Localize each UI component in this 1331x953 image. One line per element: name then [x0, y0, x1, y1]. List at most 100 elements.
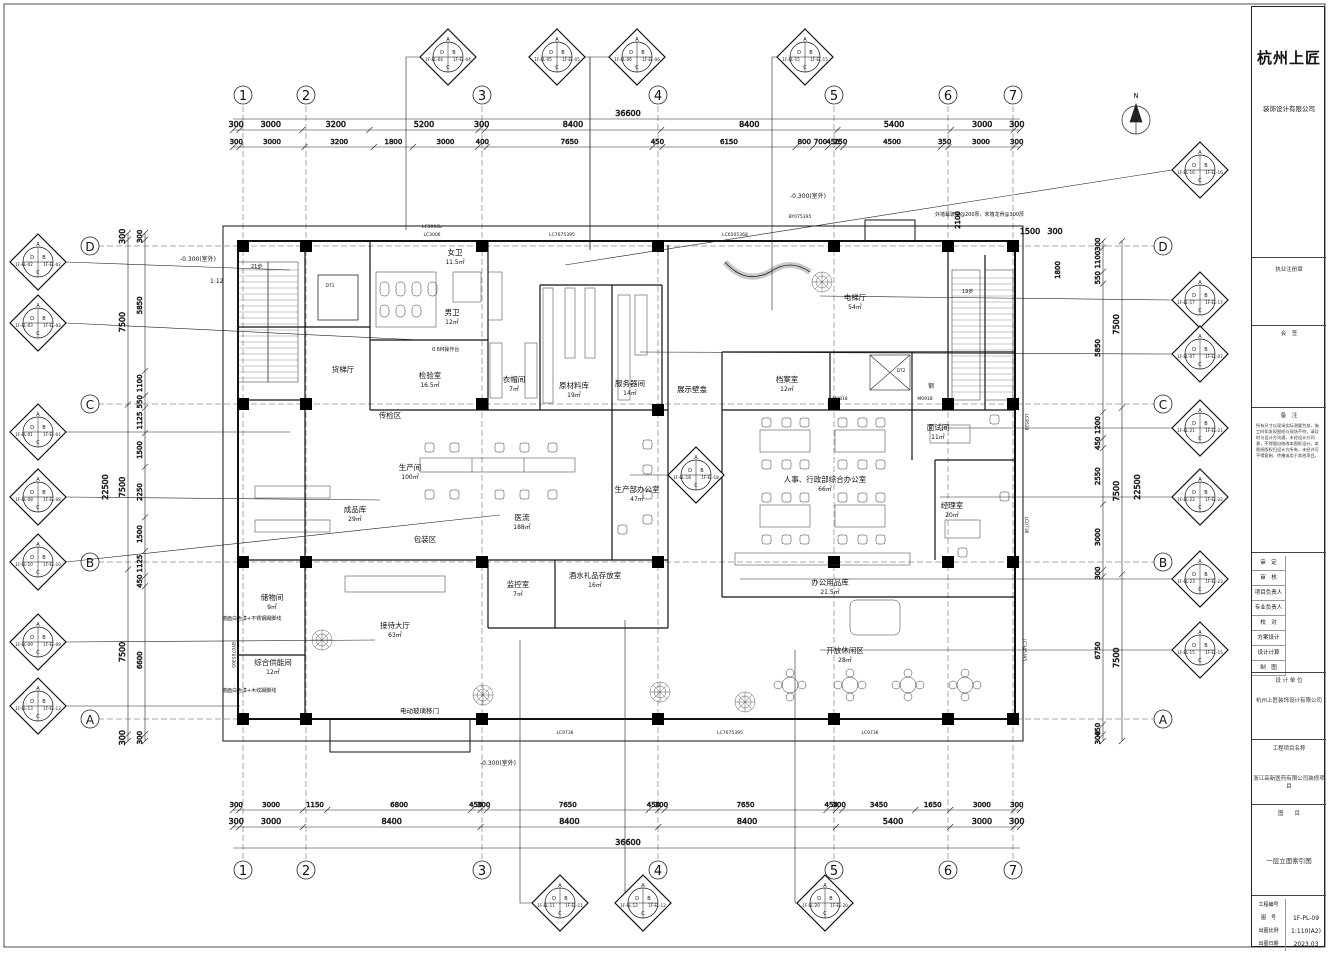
dim-value: 7500: [118, 477, 127, 497]
meta-label: 图 号: [1252, 912, 1286, 925]
dim-value: 3000: [262, 801, 280, 809]
marker-code: 1F-EL-10: [15, 562, 33, 567]
marker-letter: C: [1198, 362, 1202, 368]
marker-letter: C: [558, 911, 562, 917]
room-area-hr-office: 66㎡: [818, 485, 832, 493]
dim-tick: [323, 806, 331, 814]
door-tag: LC3006b: [422, 224, 442, 230]
grid-label-col: 3: [478, 864, 486, 879]
dim-tick: [1118, 571, 1126, 578]
dim-total-bottom: 36600: [615, 838, 640, 847]
marker-letter: A: [555, 37, 559, 43]
chair: [999, 491, 1010, 502]
stool: [785, 692, 795, 702]
dim-value: 300: [1094, 567, 1102, 580]
leader-line: [65, 261, 291, 271]
dim-tick: [236, 126, 243, 134]
plant-leaf: [652, 684, 661, 693]
dim-tick: [655, 806, 662, 814]
room-name-corridor: 医流: [515, 512, 530, 522]
room-name-reception: 接待大厅: [380, 620, 410, 630]
leader-line: [405, 56, 420, 230]
room-name-packing: 包装区: [414, 534, 437, 544]
dim-tick: [141, 367, 149, 375]
level-top-mid: -0.300(室外): [790, 192, 826, 200]
chair: [761, 534, 772, 545]
marker-code: 1F-EL-03: [15, 323, 33, 328]
marker-code: 1F-EL-15: [1177, 650, 1195, 655]
marker-letter: D: [1192, 293, 1196, 299]
chairs: [424, 414, 1010, 558]
dim-value: 450: [651, 138, 664, 146]
column: [828, 240, 840, 252]
grid-bubble-C: [80, 394, 100, 414]
chair: [857, 417, 868, 428]
grid-bubble-1: [233, 860, 253, 880]
grid-bubble-1: [233, 85, 253, 105]
stool: [960, 668, 970, 678]
marker-code: 1F-EL-07: [1177, 354, 1195, 359]
column: [1007, 240, 1019, 252]
dim-value: 300: [832, 801, 845, 809]
grid-label-col: 6: [944, 89, 952, 104]
door-tag: LC3006: [423, 232, 440, 238]
marker-letter: D: [1192, 643, 1196, 649]
dim-value: 1500: [136, 525, 144, 543]
dim-tick: [1010, 823, 1017, 831]
grid-axis-lines: [98, 106, 1155, 862]
wall-note-1: 墙面白色漆+不锈钢踢脚线: [222, 615, 281, 622]
dim-value: 3200: [326, 120, 346, 129]
grid-label-col: 5: [830, 89, 838, 104]
marker-letter: C: [1198, 505, 1202, 511]
plant-leaf: [821, 274, 830, 283]
marker-letter: A: [1198, 150, 1202, 156]
structural-columns: [237, 240, 1019, 725]
chair: [642, 489, 653, 500]
chair: [617, 524, 628, 535]
marker-code: 1F-EL-15: [810, 57, 828, 62]
marker-code: 1F-EL-23: [1205, 579, 1223, 584]
marker-letter: A: [558, 883, 562, 889]
marker-letter: D: [30, 425, 34, 431]
dim-value: 300: [230, 138, 243, 146]
stool: [833, 680, 843, 690]
column: [652, 556, 664, 568]
door-tag: LC7675395: [717, 730, 743, 736]
chair: [781, 417, 792, 428]
marker-letter: D: [797, 50, 801, 56]
door-tag: DT2: [896, 368, 905, 374]
curved-bench-outline: [724, 261, 811, 278]
grid-label-row: B: [86, 556, 94, 570]
dim-value: 250: [834, 138, 847, 146]
marker-letter: C: [1198, 308, 1202, 314]
dim-tick: [832, 823, 840, 831]
room-name-storage: 储物间: [261, 592, 284, 602]
plant-leaf: [659, 684, 668, 693]
meta-label: 工程编号: [1252, 899, 1286, 912]
ramp-label: 1:12: [210, 278, 224, 285]
grid-bubble-6: [938, 85, 958, 105]
dim-tick: [1118, 737, 1126, 745]
marker-letter: C: [36, 440, 40, 446]
stair-left-label: 21步: [251, 264, 262, 270]
office-workstations: [734, 424, 981, 636]
marker-letter: D: [30, 316, 34, 322]
tb-divider: [1252, 407, 1326, 408]
dim-tick: [299, 126, 306, 134]
plant-leaf: [321, 632, 330, 641]
dim-value: 3000: [1094, 528, 1102, 546]
marker-code: 1F-EL-02: [43, 262, 61, 267]
room-area-storage: 9㎡: [267, 603, 277, 611]
dim-tick: [1099, 500, 1107, 508]
dim-value: 450: [826, 138, 839, 146]
dim-tick: [236, 806, 243, 814]
dim-tick: [124, 401, 132, 408]
dim-tick: [809, 143, 817, 151]
marker-letter: B: [647, 896, 651, 902]
marker-letter: B: [1204, 421, 1208, 427]
room-name-office-supply: 办公用品库: [811, 577, 849, 587]
